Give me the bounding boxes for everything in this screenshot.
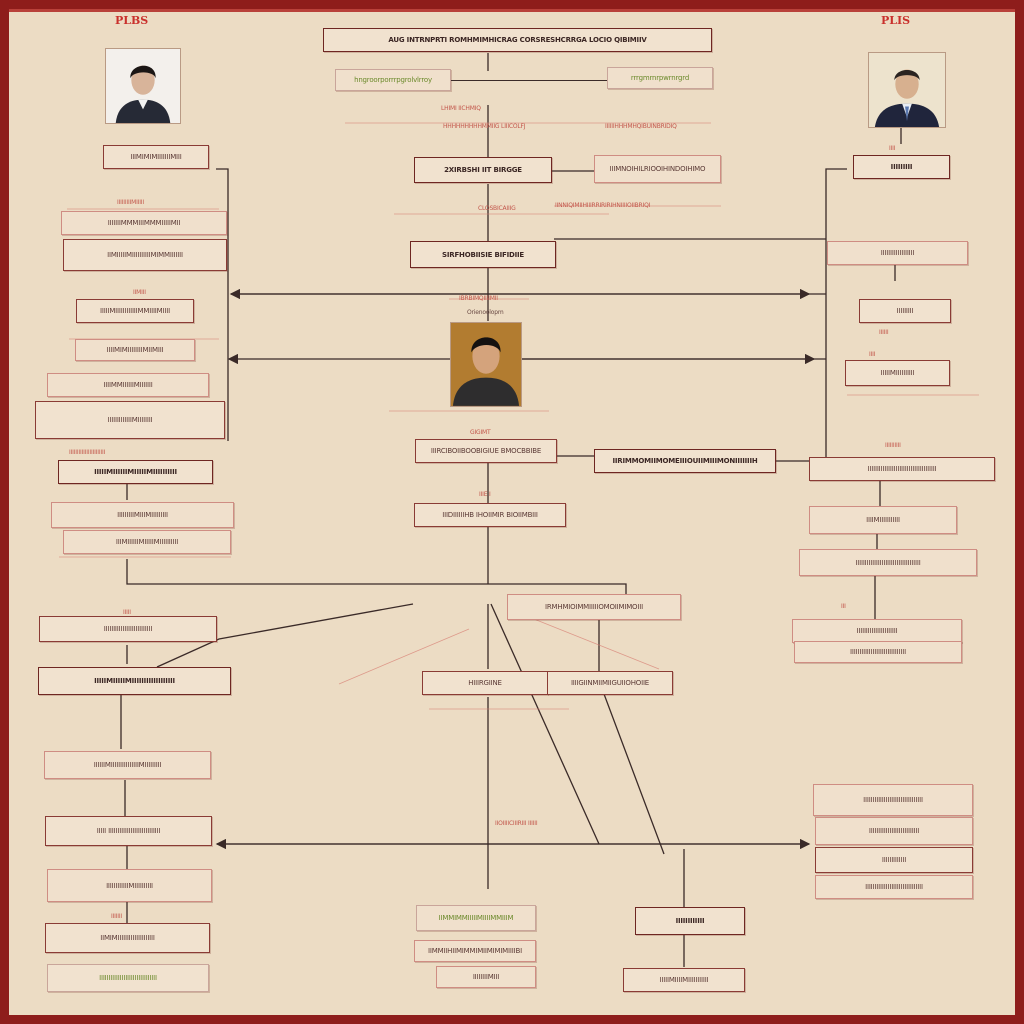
left-note-2: IIMIII [133, 289, 146, 296]
left-box-10: IIIMIIIIIIMIIIIIMIIIIIIIIII [63, 530, 231, 554]
left-box-16: IIMIMIIIIIIIIIIIIIIIIIIII [45, 923, 210, 953]
center-box-5: IIIDIIIIIIHB IHOIIMIR BIOIIMBIII [414, 503, 566, 527]
left-box-14: IIIII IIIIIIIIIIIIIIIIIIIIIIIIIIII [45, 816, 212, 846]
center-box-8b: IIMMIIHIIMIMMIMIIMIMIMIIIIBI [414, 940, 536, 962]
center-mid-note: IIOIIIICIIIRIII IIIIII [495, 820, 538, 827]
left-box-1: IIIMIMIMIIIIIIIMIII [103, 145, 209, 169]
center-photo-caption: Orienoolopm [467, 309, 504, 316]
center-note-1b: HHHHHHHHHMMIIG LIIICOLFJ [443, 123, 526, 130]
chart-title-box: AUG INTRNPRTI ROMHMIMHICRAG CORSRESHCRRG… [323, 28, 712, 52]
right-box-10: IIIIIIIIIIIIIIIIIIIIIIIIIIIIIIII [813, 784, 973, 816]
left-note-1: IIIIIIIIIMIIIII [117, 199, 144, 206]
left-box-7: IIIIIIIIIIIIIMIIIIIIII [35, 401, 225, 439]
center-box-6: IRMHMIOIMMIIIIIOMOIIMIMOIII [507, 594, 681, 620]
left-box-13: IIIIIIMIIIIIIIIIIIIIIIMIIIIIIIII [44, 751, 211, 779]
left-box-11: IIIIIIIIIIIIIIIIIIIIIIIIII [39, 616, 217, 642]
right-note-5: III [841, 603, 846, 610]
center-note-2: CLOSBICAIIIG [478, 205, 516, 212]
center-box-8c: IIIIIIIIMIII [436, 966, 536, 988]
right-box-8: IIIIIIIIIIIIIIIIIIIIII [792, 619, 962, 643]
center-box-8a: IIMMIMMIIIIIMIIIIMMIIIM [416, 905, 536, 931]
left-box-5: IIIIMIMIIIIIIIIMIIMIII [75, 339, 195, 361]
right-box-7: IIIIIIIIIIIIIIIIIIIIIIIIIIIIIIIIIII [799, 549, 977, 576]
right-note-1: IIII [889, 145, 896, 152]
center-box-4-side: IIRIMMOMIIMOMEIIIOUIIMIIIMONIIIIIIIH [594, 449, 776, 473]
top-row-connector [451, 80, 607, 81]
right-box-11: IIIIIIIIIIIIIIIIIIIIIIIIIII [815, 817, 973, 845]
top-right-green-box: rrrgmrnrpwrnrgrd [607, 67, 713, 89]
right-box-3: IIIIIIIII [859, 299, 951, 323]
right-box-9: IIIIIIIIIIIIIIIIIIIIIIIIIIIIII [794, 641, 962, 663]
left-box-12: IIIIIMIIIIIMIIIIIIIIIIIIIIIIII [38, 667, 231, 695]
right-box-6: IIIIMIIIIIIIIIII [809, 506, 957, 534]
left-note-5: IIIIIII [111, 913, 122, 920]
left-box-8: IIIIIMIIIIIIMIIIIIMIIIIIIIIII [58, 460, 213, 484]
header-left-label: PLBS [115, 14, 149, 27]
center-note-1c: IIIIIIHHHMHQIBUINBRIDIQ [605, 123, 677, 130]
center-note-1: LHIMI IICHMIQ [441, 105, 481, 112]
center-box-2: SIRFHOBIISIE BIFIDIIE [410, 241, 556, 268]
center-box-4: IIIRCIBOIIBOOBIGIUE BMOCBBIBE [415, 439, 557, 463]
portrait-center-icon [451, 323, 521, 406]
center-note-2b: IINNIQIMIIHIIIRRIRIRIHNIIIIOIIBRIQI [555, 202, 651, 209]
connector-lines [59, 53, 979, 967]
org-chart-canvas: PLBS PLIS AUG INTRNPRTI ROMHMIMHICRAG CO… [9, 9, 1015, 1015]
left-box-9: IIIIIIIIIMIIIMIIIIIIIII [51, 502, 234, 528]
left-box-6: IIIIMMIIIIIIMIIIIIII [47, 373, 209, 397]
right-bus-line [825, 168, 847, 457]
right-box-1: IIIIIIIII [853, 155, 950, 179]
header-right-label: PLIS [881, 14, 911, 27]
left-box-15: IIIIIIIIIIIIMIIIIIIIIII [47, 869, 212, 902]
right-box-13: IIIIIIIIIIIIIIIIIIIIIIIIIIIIIII [815, 875, 973, 899]
center-box-10: IIIIIMIIIIMIIIIIIIIIII [623, 968, 745, 992]
left-box-2: IIIIIIIMMMIIIMMMIIIIIMII [61, 211, 227, 235]
right-note-2: IIIIII [879, 329, 889, 336]
center-note-4: GIGIMT [470, 429, 491, 436]
center-box-7a: HIIIRGIINE [422, 671, 548, 695]
center-box-1-side: IIIMNOIHILRIOOIHINDOIHIMO [594, 155, 721, 183]
center-note-5: IIIE I [479, 491, 491, 498]
right-box-12: IIIIIIIIIIIII [815, 847, 973, 873]
portrait-right-icon [869, 53, 945, 127]
center-note-3: IBRBIMQIIIIMII [459, 295, 498, 302]
left-box-17: IIIIIIIIIIIIIIIIIIIIIIIIIIIIIII [47, 964, 209, 992]
portrait-right-photo [868, 52, 946, 128]
left-box-4: IIIIIMIIIIIIIIIIIIMMIIIIMIIII [76, 299, 194, 323]
left-note-3: IIIIIIIIIIIIIIIIIIIIIII [69, 449, 106, 456]
right-note-3: IIII [869, 351, 876, 358]
right-box-2: IIIIIIIIIIIIIIIIII [827, 241, 968, 265]
top-left-green-box: hngroorporrrpgrolvlrroy [335, 69, 451, 91]
center-box-9: IIIIIIIIIIII [635, 907, 745, 935]
center-box-1: 2XIRBSHI IIT BIRGGE [414, 157, 552, 183]
right-box-4: IIIIIMIIIIIIIIII [845, 360, 950, 386]
portrait-left-photo [105, 48, 181, 124]
portrait-left-icon [106, 49, 180, 123]
left-box-3: IIMIIIIIMIIIIIIIIIIMIMMIIIIIII [63, 239, 227, 271]
left-bus-line [216, 168, 229, 441]
center-box-7b: IIIIGIINMIIMIIGUIIOHOIIE [547, 671, 673, 695]
right-box-5: IIIIIIIIIIIIIIIIIIIIIIIIIIIIIIIIIIIII [809, 457, 995, 481]
left-note-4: IIIII [123, 609, 131, 616]
right-note-4: IIIIIIIIII [885, 442, 901, 449]
portrait-center-photo [450, 322, 522, 407]
